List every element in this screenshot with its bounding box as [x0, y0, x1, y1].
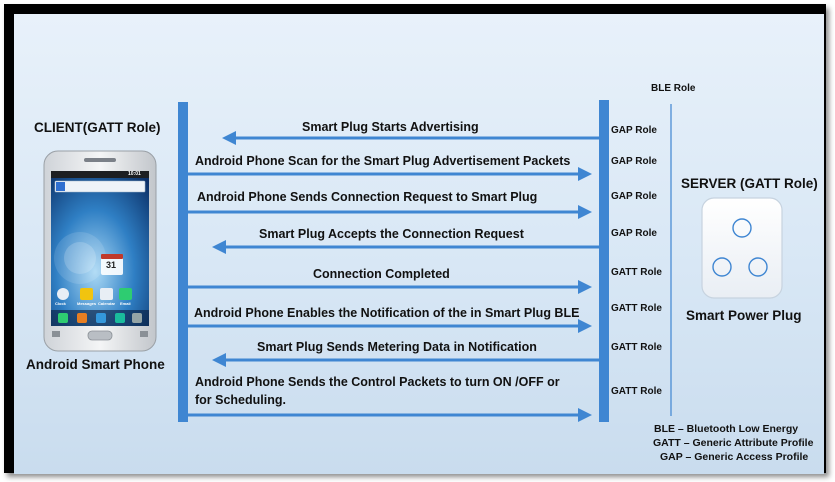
- arrow-completed: [188, 280, 592, 294]
- ble-role-heading: BLE Role: [651, 83, 696, 94]
- phone-app-label-messages: Messages: [77, 301, 97, 306]
- role-label-advertising: GAP Role: [611, 125, 657, 136]
- message-completed: Connection Completed: [313, 267, 450, 281]
- message-control-line2: for Scheduling.: [195, 393, 286, 407]
- legend-ble: BLE – Bluetooth Low Energy: [654, 423, 799, 435]
- arrow-scan: [188, 167, 592, 181]
- server-device-label: Smart Power Plug: [686, 308, 802, 323]
- legend-gap: GAP – Generic Access Profile: [660, 451, 809, 463]
- phone-calendar-day: 31: [106, 260, 117, 270]
- android-phone-image: [43, 150, 157, 352]
- arrow-connection-request: [188, 205, 592, 219]
- message-enable-notification: Android Phone Enables the Notification o…: [194, 306, 580, 320]
- role-label-completed: GATT Role: [611, 267, 662, 278]
- client-device-label: Android Smart Phone: [26, 357, 165, 372]
- arrow-enable-notification: [188, 319, 592, 333]
- role-label-accepts: GAP Role: [611, 228, 657, 239]
- arrow-advertising: [222, 131, 599, 145]
- phone-app-label-email: Email: [120, 301, 131, 306]
- plug-socket-top: [732, 218, 752, 238]
- legend-gatt: GATT – Generic Attribute Profile: [653, 437, 814, 449]
- smart-plug-image: [701, 197, 783, 299]
- phone-app-label-calendar: Calendar: [98, 301, 116, 306]
- server-role-label: SERVER (GATT Role): [681, 176, 818, 191]
- message-scan: Android Phone Scan for the Smart Plug Ad…: [195, 154, 571, 168]
- message-control: Android Phone Sends the Control Packets …: [195, 375, 560, 389]
- plug-socket-right: [748, 257, 768, 277]
- phone-status-time: 10:01: [128, 171, 141, 177]
- diagram-panel: 10:01 31 Clock Messages Calendar Email C…: [14, 14, 824, 474]
- diagram-frame: 10:01 31 Clock Messages Calendar Email C…: [4, 4, 826, 474]
- message-metering: Smart Plug Sends Metering Data in Notifi…: [257, 340, 537, 354]
- role-label-control: GATT Role: [611, 386, 662, 397]
- message-advertising: Smart Plug Starts Advertising: [302, 120, 479, 134]
- role-label-enable-notification: GATT Role: [611, 303, 662, 314]
- plug-socket-left: [712, 257, 732, 277]
- arrow-metering: [212, 353, 599, 367]
- message-accepts: Smart Plug Accepts the Connection Reques…: [259, 227, 524, 241]
- role-label-metering: GATT Role: [611, 342, 662, 353]
- client-role-label: CLIENT(GATT Role): [34, 120, 161, 135]
- message-connection-request: Android Phone Sends Connection Request t…: [197, 190, 538, 204]
- arrow-control: [188, 408, 592, 422]
- server-lifeline: [599, 100, 609, 422]
- role-label-connection-request: GAP Role: [611, 191, 657, 202]
- client-lifeline: [178, 102, 188, 422]
- role-label-scan: GAP Role: [611, 156, 657, 167]
- sequence-diagram: [43, 100, 783, 422]
- arrow-accepts: [212, 240, 599, 254]
- phone-app-label-clock: Clock: [55, 301, 66, 306]
